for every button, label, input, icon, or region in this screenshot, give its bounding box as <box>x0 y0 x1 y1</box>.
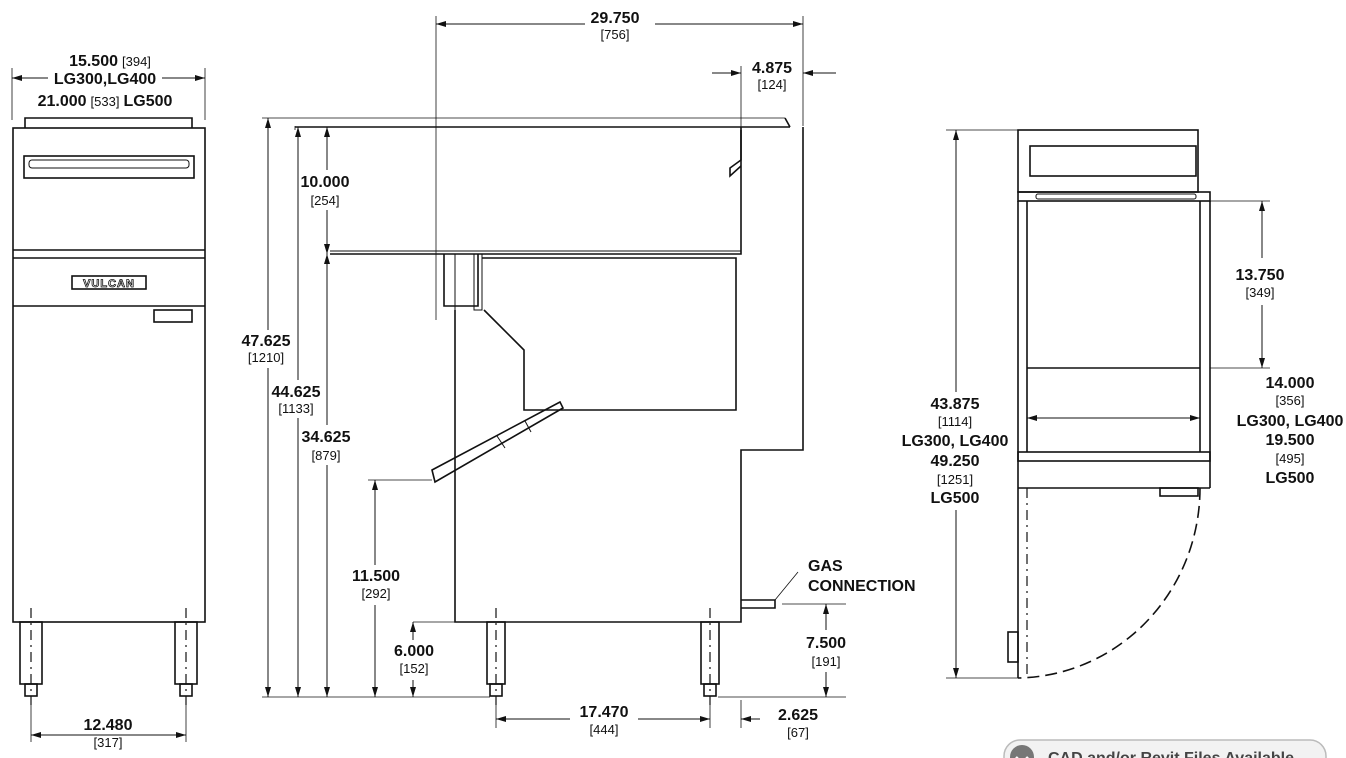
gas-height-label: 7.500 <box>806 635 846 652</box>
right-view: 13.750 [349] 14.000 [356] LG300, LG400 1… <box>902 129 1344 679</box>
right-width-metric: [356] <box>1276 393 1305 408</box>
side-view: 29.750 [756] 4.875 [124] <box>240 10 916 740</box>
rear-leg-metric: [67] <box>787 725 809 740</box>
cad-files-text: CAD and/or Revit Files Available <box>1048 750 1294 758</box>
drain-height-metric: [292] <box>362 586 391 601</box>
right-height-label: 43.875 <box>931 396 980 413</box>
front-width2-label: 21.000[533]LG500 <box>38 93 173 110</box>
leg-spacing-metric: [317] <box>94 735 123 750</box>
leg-depth-metric: [444] <box>590 722 619 737</box>
flue-height-label: 44.625 <box>272 384 321 401</box>
right-width-label: 14.000 <box>1266 375 1315 392</box>
door-height-metric: [349] <box>1246 285 1275 300</box>
rear-label: 4.875 <box>752 60 792 77</box>
depth-metric: [756] <box>601 27 630 42</box>
working-height-metric: [879] <box>312 448 341 463</box>
leg-depth-label: 17.470 <box>580 704 629 721</box>
leg-spacing-label: 12.480 <box>84 717 133 734</box>
vulcan-logo <box>71 275 147 290</box>
drain-height-label: 11.500 <box>352 568 400 585</box>
leg-height-label: 6.000 <box>394 643 434 660</box>
right-height-models-a: LG300, LG400 <box>902 433 1009 450</box>
top-section-metric: [254] <box>311 193 340 208</box>
right-models-a: LG300, LG400 <box>1237 413 1344 430</box>
download-icon <box>1010 745 1034 758</box>
leg-height-metric: [152] <box>400 661 429 676</box>
door-height-label: 13.750 <box>1236 267 1285 284</box>
front-models-a: LG300,LG400 <box>54 71 156 88</box>
right-width2-label: 19.500 <box>1266 432 1315 449</box>
flue-height-metric: [1133] <box>278 401 313 416</box>
top-section-label: 10.000 <box>301 174 350 191</box>
brand-name: VULCAN <box>83 278 135 290</box>
front-view: 15.500[394] LG300,LG400 21.000[533]LG500… <box>11 53 206 750</box>
right-height-metric: [1114] <box>938 414 972 429</box>
right-models-b: LG500 <box>1266 470 1315 487</box>
right-width2-metric: [495] <box>1276 451 1305 466</box>
overall-height-label: 47.625 <box>242 333 291 350</box>
depth-label: 29.750 <box>591 10 640 27</box>
right-height-models-b: LG500 <box>931 490 980 507</box>
gas-connection-label: GAS <box>808 558 843 575</box>
overall-height-metric: [1210] <box>248 350 284 365</box>
cad-files-badge[interactable]: CAD and/or Revit Files Available <box>1003 739 1327 758</box>
working-height-label: 34.625 <box>302 429 351 446</box>
gas-height-metric: [191] <box>812 654 841 669</box>
front-width-label: 15.500[394] <box>69 53 151 70</box>
rear-metric: [124] <box>758 77 787 92</box>
rear-leg-label: 2.625 <box>778 707 818 724</box>
gas-connection-label-2: CONNECTION <box>808 578 916 595</box>
right-height2-metric: [1251] <box>937 472 973 487</box>
right-height2-label: 49.250 <box>931 453 980 470</box>
